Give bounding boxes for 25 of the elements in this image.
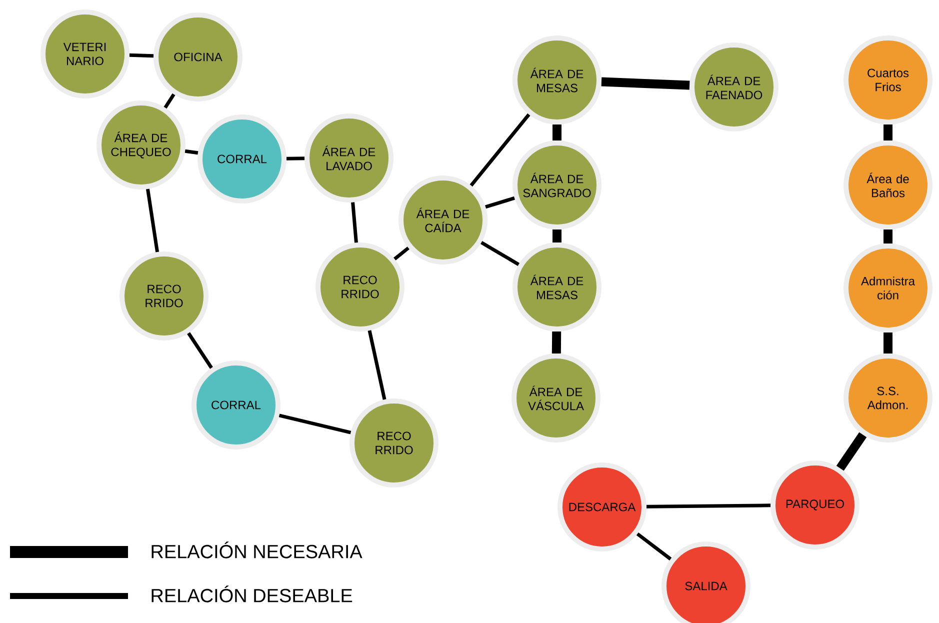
- connector-line: [394, 246, 410, 260]
- connector-line: [351, 202, 358, 243]
- connector-line: [552, 124, 562, 140]
- connector-line: [278, 414, 352, 434]
- connector-line: [164, 93, 176, 109]
- connector-line: [187, 332, 213, 369]
- connector-line: [146, 188, 160, 252]
- connector-line: [480, 241, 520, 266]
- connector-line: [601, 77, 690, 90]
- connector-line: [552, 230, 562, 242]
- connector-line: [129, 53, 154, 58]
- connector-line: [884, 332, 892, 354]
- connector-line: [184, 149, 198, 155]
- connector-line: [636, 532, 672, 560]
- legend-label: RELACIÓN DESEABLE: [152, 586, 352, 602]
- connector-line: [836, 432, 867, 471]
- legend-label: RELACIÓN NECESARIA: [152, 542, 362, 558]
- connector-line: [884, 124, 892, 140]
- connector-line: [368, 330, 386, 400]
- connector-line: [884, 230, 892, 244]
- connector-line: [552, 331, 562, 354]
- connector-line: [646, 504, 771, 508]
- connector-line: [286, 156, 305, 160]
- connector-line: [485, 196, 515, 209]
- connector-line: [470, 113, 530, 187]
